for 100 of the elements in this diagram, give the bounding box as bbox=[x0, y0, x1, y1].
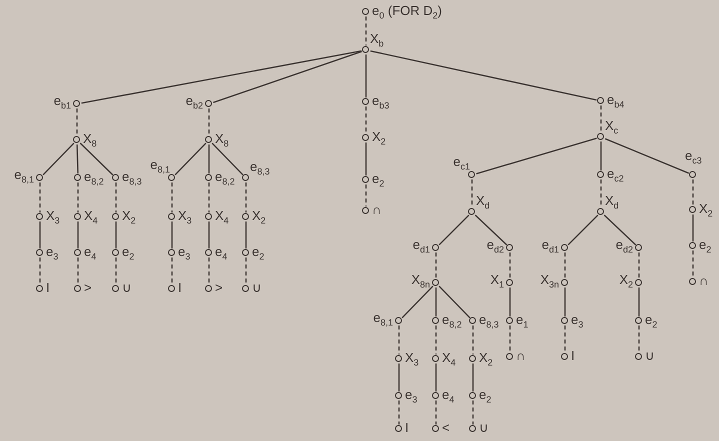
node-label: X$_{c}$ bbox=[605, 119, 618, 138]
node-label: ∪ bbox=[122, 281, 132, 295]
node-label: e$_{2}$ bbox=[122, 245, 134, 264]
node-label: ∩ bbox=[372, 203, 382, 217]
node-label: e$_{d2}$ bbox=[616, 238, 633, 257]
tree-line bbox=[212, 142, 244, 176]
dashed-line bbox=[472, 326, 474, 354]
tree-line bbox=[213, 50, 362, 104]
dashed-line bbox=[39, 182, 41, 212]
node-label: e$_{3}$ bbox=[405, 388, 418, 407]
node-label: e$_{2}$ bbox=[372, 172, 384, 191]
dashed-line bbox=[435, 252, 437, 278]
dashed-line bbox=[600, 106, 602, 132]
tree-line bbox=[208, 144, 210, 174]
dashed-line bbox=[398, 326, 400, 354]
dashed-line bbox=[245, 182, 247, 212]
dashed-line bbox=[692, 180, 694, 206]
tree-line bbox=[600, 142, 602, 170]
node-label: X$_{3}$ bbox=[178, 209, 192, 228]
node-label: e$_{0}$ (FOR D$_{2}$) bbox=[372, 4, 442, 23]
tree-line bbox=[365, 142, 367, 176]
node-label: X$_{1}$ bbox=[490, 273, 504, 292]
node-label: e$_{8,2}$ bbox=[442, 313, 462, 332]
node-label: e$_{d2}$ bbox=[486, 238, 504, 257]
node-label: e$_{c3}$ bbox=[685, 149, 702, 168]
dashed-line bbox=[509, 326, 511, 352]
dashed-line bbox=[245, 258, 247, 284]
dashed-line bbox=[600, 180, 602, 208]
node-label: X$_{3}$ bbox=[46, 209, 60, 228]
node-label: e$_{1}$ bbox=[516, 313, 528, 332]
node-label: e$_{c1}$ bbox=[453, 155, 470, 174]
node-label: e$_{b2}$ bbox=[186, 94, 203, 113]
node-label: X$_{2}$ bbox=[619, 273, 633, 292]
node-label: e$_{8,1}$ bbox=[150, 158, 170, 177]
dashed-line bbox=[76, 108, 78, 136]
node-label: X$_{4}$ bbox=[442, 351, 456, 370]
dashed-line bbox=[638, 326, 640, 352]
node-label: e$_{2}$ bbox=[479, 388, 492, 407]
node-label: e$_{8,1}$ bbox=[373, 311, 393, 330]
node-label: e$_{8,3}$ bbox=[250, 160, 270, 179]
dashed-line bbox=[472, 400, 474, 424]
node-label: e$_{b3}$ bbox=[372, 94, 390, 113]
node-label: e$_{d1}$ bbox=[542, 238, 559, 257]
node-label: e$_{b4}$ bbox=[607, 93, 624, 112]
dashed-line bbox=[564, 326, 566, 352]
dashed-line bbox=[115, 258, 117, 284]
node-label: e$_{8,1}$ bbox=[14, 168, 34, 187]
tree-line bbox=[568, 214, 598, 246]
node-label: e$_{d1}$ bbox=[412, 238, 430, 257]
tree-line bbox=[80, 142, 114, 176]
node-label: X$_{8n}$ bbox=[411, 273, 430, 292]
tree-line bbox=[435, 288, 437, 316]
dashed-line bbox=[471, 180, 473, 208]
tree-line bbox=[638, 288, 640, 316]
node-label: X$_{4}$ bbox=[215, 209, 229, 228]
dashed-line bbox=[77, 258, 79, 284]
tree-line bbox=[174, 142, 206, 176]
node-label: e$_{4}$ bbox=[84, 245, 96, 264]
tree-line bbox=[398, 364, 400, 392]
tree-line bbox=[476, 138, 597, 174]
tree-line bbox=[76, 144, 79, 174]
dashed-line bbox=[692, 250, 694, 278]
node-label: e$_{8,2}$ bbox=[215, 170, 235, 189]
node-label: X$_{8}$ bbox=[83, 132, 97, 151]
node-label: X$_{2}$ bbox=[252, 209, 266, 228]
dashed-line bbox=[208, 258, 210, 284]
node-label: e$_{2}$ bbox=[645, 313, 658, 332]
dashed-line bbox=[435, 400, 437, 424]
tree-line bbox=[438, 214, 470, 246]
tree-line bbox=[42, 142, 74, 176]
tree-line bbox=[365, 54, 367, 98]
dashed-line bbox=[208, 108, 210, 136]
dashed-line bbox=[365, 184, 367, 206]
node-label: e$_{8,2}$ bbox=[84, 170, 104, 189]
node-label: I bbox=[571, 349, 575, 363]
tree-line bbox=[115, 222, 117, 248]
dashed-line bbox=[638, 252, 640, 278]
tree-line bbox=[474, 214, 508, 246]
tree-line bbox=[604, 138, 690, 174]
tree-line bbox=[39, 222, 41, 248]
dashed-line bbox=[171, 258, 173, 284]
tree-line bbox=[171, 222, 173, 248]
node-label: X$_{2}$ bbox=[699, 202, 713, 221]
node-label: e$_{b1}$ bbox=[54, 94, 71, 113]
tree-line bbox=[77, 222, 79, 248]
node-label: X$_{2}$ bbox=[372, 130, 386, 149]
node-label: X$_{2}$ bbox=[122, 209, 136, 228]
tree-line bbox=[692, 214, 694, 242]
dashed-line bbox=[509, 252, 511, 278]
dashed-line bbox=[365, 106, 367, 134]
node-label: > bbox=[215, 281, 223, 295]
node-label: > bbox=[84, 281, 92, 295]
tree-line bbox=[509, 288, 511, 316]
tree-line bbox=[402, 286, 434, 318]
dashed-line bbox=[171, 182, 173, 212]
dashed-line bbox=[365, 16, 367, 46]
node-label: ∪ bbox=[252, 281, 262, 295]
node-label: X$_{8}$ bbox=[215, 132, 229, 151]
node-label: I bbox=[178, 281, 182, 295]
tree-line bbox=[208, 222, 210, 248]
